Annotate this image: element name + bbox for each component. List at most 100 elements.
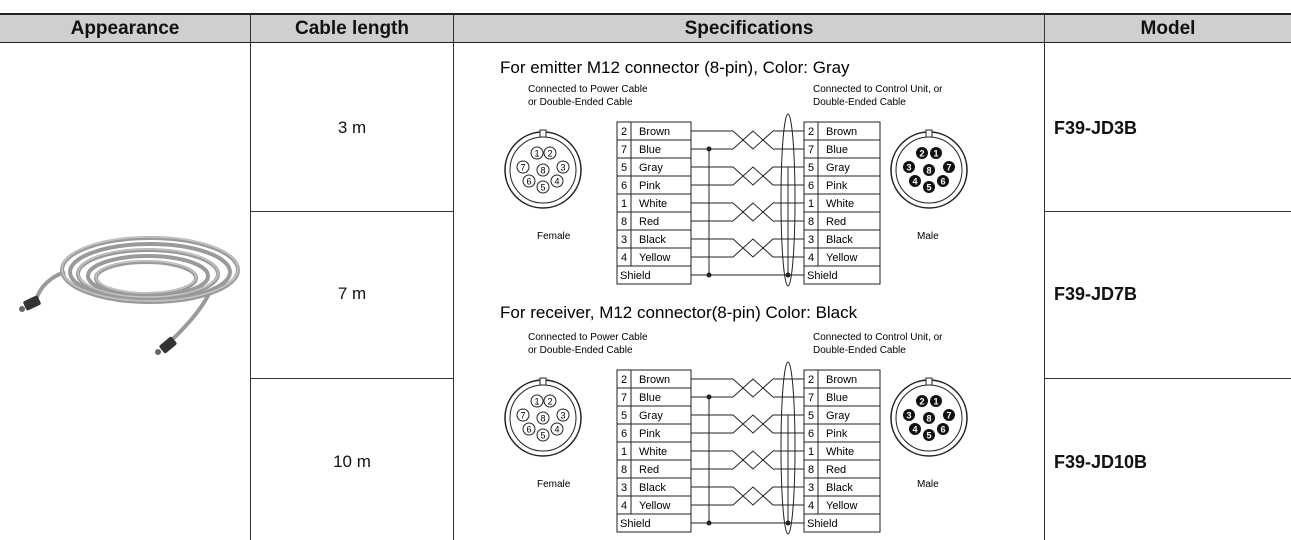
wire-pin: 5 (621, 410, 627, 422)
row-divider (1045, 211, 1291, 212)
header-specifications: Specifications (454, 13, 1044, 43)
female-pin (522, 422, 536, 436)
female-pin-number: 2 (547, 397, 552, 407)
female-pin (556, 408, 570, 422)
wire-pin: 7 (621, 144, 627, 156)
female-pin-number: 8 (540, 166, 545, 176)
left-note-2: or Double-Ended Cable (528, 345, 633, 356)
wire-color: Yellow (826, 500, 857, 512)
row-divider (251, 211, 453, 212)
wire-color: White (826, 446, 854, 458)
twisted-wire (691, 130, 804, 150)
wire-color: Gray (826, 162, 850, 174)
wire-color: Red (639, 464, 659, 476)
cable-length-7m: 7 m (337, 284, 367, 303)
male-pin (909, 175, 921, 187)
header-appearance: Appearance (0, 13, 250, 43)
male-pin-number: 8 (926, 414, 931, 424)
female-pin-number: 3 (560, 163, 565, 173)
wire-color: White (639, 198, 667, 210)
shield-label: Shield (807, 518, 838, 530)
male-label: Male (917, 231, 939, 242)
row-divider (1045, 378, 1291, 379)
female-pin (556, 160, 570, 174)
key-notch (925, 377, 933, 386)
wire-pin: 2 (808, 374, 814, 386)
male-pin-number: 3 (906, 411, 911, 421)
twisted-wire (691, 414, 804, 434)
female-pin-number: 8 (540, 414, 545, 424)
right-note-1: Connected to Control Unit, or (813, 332, 943, 343)
female-pin-number: 5 (540, 183, 545, 193)
male-pin (916, 395, 928, 407)
male-pin (903, 161, 915, 173)
junction-dot (706, 394, 712, 400)
wire-pin: 3 (808, 482, 814, 494)
right-note-2: Double-Ended Cable (813, 97, 906, 108)
col-divider (250, 13, 251, 540)
wire-color: Brown (639, 126, 670, 138)
male-pin (923, 429, 935, 441)
female-pin-number: 7 (520, 411, 525, 421)
female-pin (550, 174, 564, 188)
male-pin-number: 7 (946, 411, 951, 421)
female-pin (530, 146, 544, 160)
male-pin-number: 4 (912, 177, 917, 187)
wire-color: White (639, 446, 667, 458)
spec-title-emitter: For emitter M12 connector (8-pin), Color… (500, 58, 850, 77)
male-pin-number: 2 (919, 397, 924, 407)
left-note-1: Connected to Power Cable (528, 332, 648, 343)
male-pin (930, 395, 942, 407)
wire-pin: 6 (621, 428, 627, 440)
wire-pin: 5 (808, 162, 814, 174)
twisted-wire (691, 486, 804, 506)
shield-ellipse (780, 361, 796, 535)
wire-pin: 4 (808, 252, 814, 264)
wire-color: Yellow (639, 252, 670, 264)
wire-color: Yellow (826, 252, 857, 264)
wire-pin: 8 (808, 464, 814, 476)
wire-pin: 7 (621, 392, 627, 404)
wire-pin: 6 (808, 428, 814, 440)
female-pin (530, 394, 544, 408)
female-pin-number: 4 (554, 425, 559, 435)
twisted-wire (691, 414, 804, 434)
junction-dot (706, 272, 712, 278)
cable-length-10m: 10 m (333, 452, 371, 471)
twisted-wire (691, 486, 804, 506)
wire-pin: 7 (808, 392, 814, 404)
wire-color: Brown (639, 374, 670, 386)
wire-color: Pink (826, 180, 848, 192)
wire-color: Black (639, 234, 666, 246)
wiring-diagram-emitter: For emitter M12 connector (8-pin), Color… (500, 58, 968, 287)
male-pin (943, 409, 955, 421)
female-pin-number: 6 (526, 425, 531, 435)
male-pin (937, 423, 949, 435)
male-pin-number: 6 (940, 425, 945, 435)
female-pin (543, 146, 557, 160)
male-label: Male (917, 479, 939, 490)
twisted-wire (691, 238, 804, 258)
wire-pin: 5 (621, 162, 627, 174)
right-note-2: Double-Ended Cable (813, 345, 906, 356)
wire-color: Brown (826, 374, 857, 386)
model-f39-jd7b: F39-JD7B (1054, 284, 1138, 304)
cable-image (19, 236, 240, 355)
twisted-wire (691, 202, 804, 222)
wire-color: Red (826, 216, 846, 228)
left-note-2: or Double-Ended Cable (528, 97, 633, 108)
twisted-wire (691, 238, 804, 258)
male-pin-number: 5 (926, 431, 931, 441)
twisted-wire (691, 166, 804, 186)
female-pin-number: 5 (540, 431, 545, 441)
junction-dot (785, 520, 791, 526)
wire-color: Pink (639, 428, 661, 440)
wire-color: Blue (826, 392, 848, 404)
spec-title-receiver: For receiver, M12 connector(8-pin) Color… (500, 303, 858, 322)
wiring-diagram-receiver: For receiver, M12 connector(8-pin) Color… (500, 303, 968, 535)
wire-pin: 4 (808, 500, 814, 512)
female-pin (516, 408, 530, 422)
female-pin-number: 3 (560, 411, 565, 421)
wire-pin: 2 (808, 126, 814, 138)
